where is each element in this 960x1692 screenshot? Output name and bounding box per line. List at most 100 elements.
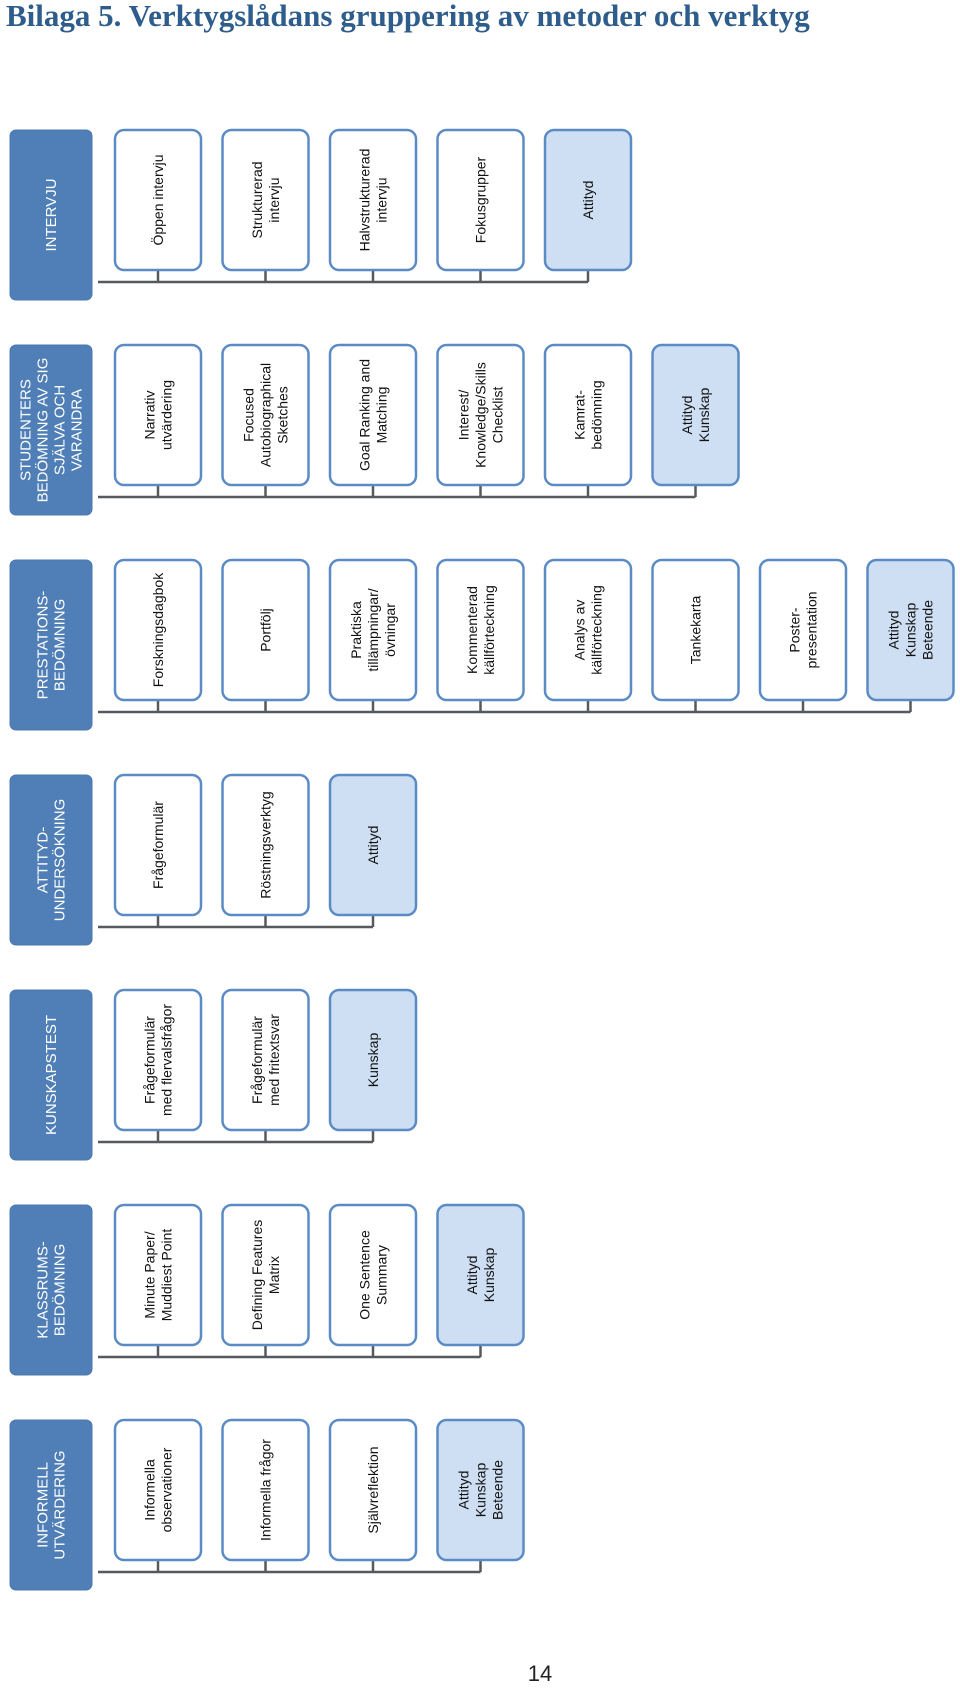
method-box xyxy=(328,1203,418,1347)
result-label-line: Kunskap xyxy=(365,1033,381,1088)
result-label: AttitydKunskap xyxy=(464,1248,497,1303)
method-label-line: Matching xyxy=(374,387,390,444)
result-box xyxy=(651,343,740,487)
group-header-label-line: KLASSRUMS- xyxy=(34,1241,51,1339)
method-label-line: Portfölj xyxy=(258,608,274,652)
method-label-line: Tankekarta xyxy=(688,596,704,665)
method-label-line: Sketches xyxy=(275,386,291,444)
method-label-line: Matrix xyxy=(266,1256,282,1294)
method-label: Fokusgrupper xyxy=(473,156,489,243)
group-header-label: STUDENTERSBEDÖMNING AV SIGSJÄLVA OCHVARA… xyxy=(17,358,85,503)
result-label: Kunskap xyxy=(365,1033,381,1088)
group-header-label: INTERVJU xyxy=(43,178,60,251)
method-label-line: bedömning xyxy=(589,380,605,449)
method-label-line: Interest/ xyxy=(456,390,472,441)
group-prestations: PRESTATIONS-BEDÖMNING Forskningsdagbok Por… xyxy=(9,558,955,731)
group-header-label: PRESTATIONS-BEDÖMNING xyxy=(34,591,68,700)
group-header-label-line: INFORMELL xyxy=(34,1462,51,1548)
method-label: Frågeformulärmed fritextsvar xyxy=(249,1014,282,1106)
method-box xyxy=(328,558,418,702)
method-label: Kommenteradkällförteckning xyxy=(464,585,497,675)
method-label-line: övningar xyxy=(382,603,398,657)
method-label-line: Defining Features xyxy=(249,1220,265,1331)
method-label-line: Goal Ranking and xyxy=(357,359,373,471)
method-label: Forskningsdagbok xyxy=(150,572,166,687)
group-header-box xyxy=(9,129,93,301)
method-box xyxy=(221,1203,310,1347)
group-header-box xyxy=(9,1204,93,1376)
method-label-line: One Sentence xyxy=(357,1230,373,1320)
group-header-label-line: PRESTATIONS- xyxy=(34,591,51,700)
method-label: Goal Ranking andMatching xyxy=(357,359,390,471)
method-label: Öppen intervju xyxy=(149,154,166,245)
method-box xyxy=(436,128,525,272)
method-box xyxy=(328,1418,418,1562)
method-label: Frågeformulär xyxy=(150,801,166,889)
method-label-line: intervju xyxy=(266,177,282,222)
page-number: 14 xyxy=(527,1661,553,1686)
method-box xyxy=(543,558,633,702)
method-label: Frågeformulärmed flervalsfrågor xyxy=(142,1004,175,1116)
method-label-line: Poster- xyxy=(787,607,803,652)
method-label-line: Summary xyxy=(374,1245,390,1305)
result-label-line: Kunskap xyxy=(481,1248,497,1303)
result-label-line: Attityd xyxy=(464,1256,480,1295)
result-label-line: Attityd xyxy=(679,396,695,435)
method-label-line: med fritextsvar xyxy=(266,1014,282,1106)
group-header-box xyxy=(9,989,93,1161)
group-header-label-line: BEDÖMNING xyxy=(50,599,68,692)
result-box xyxy=(436,1203,525,1347)
method-label: Halvstruktureradintervju xyxy=(357,149,390,252)
method-label-line: Minute Paper/ xyxy=(142,1231,158,1318)
method-label: Defining FeaturesMatrix xyxy=(249,1220,282,1331)
method-label-line: Självreflektion xyxy=(365,1446,381,1533)
group-header-label-line: VARANDRA xyxy=(68,389,85,471)
method-label: Kamrat-bedömning xyxy=(572,380,605,449)
method-label: Struktureradintervju xyxy=(249,161,282,238)
method-box xyxy=(221,128,310,272)
result-label-line: Beteende xyxy=(920,600,936,660)
method-label-line: presentation xyxy=(804,591,820,668)
method-label: Praktiskatillämpningar/övningar xyxy=(348,588,398,671)
result-label-line: Kunskap xyxy=(903,603,919,658)
method-label: Självreflektion xyxy=(365,1446,381,1533)
group-header-label-line: INTERVJU xyxy=(43,178,60,251)
method-label-line: Praktiska xyxy=(348,601,364,659)
group-header-label: KUNSKAPSTEST xyxy=(43,1015,60,1135)
method-label-line: intervju xyxy=(374,177,390,222)
method-label: Interest/Knowledge/SkillsChecklist xyxy=(456,362,506,468)
method-label: Poster-presentation xyxy=(787,591,820,668)
method-box xyxy=(221,343,310,487)
group-header-label-line: UTVÄRDERING xyxy=(51,1450,68,1559)
method-box xyxy=(651,558,740,702)
method-box xyxy=(113,343,203,487)
method-label-line: Frågeformulär xyxy=(142,1016,158,1104)
method-label-line: tillämpningar/ xyxy=(365,588,381,671)
method-label: Tankekarta xyxy=(688,596,704,665)
group-header-label: KLASSRUMS-BEDÖMNING xyxy=(34,1241,68,1339)
group-header-label-line: KUNSKAPSTEST xyxy=(43,1015,60,1135)
result-label-line: Kunskap xyxy=(696,388,712,443)
method-label: FocusedAutobiographicalSketches xyxy=(241,363,291,467)
method-box xyxy=(543,343,633,487)
group-header-box xyxy=(9,1419,93,1591)
method-label-line: Knowledge/Skills xyxy=(473,362,489,468)
method-label: One SentenceSummary xyxy=(357,1230,390,1320)
method-box xyxy=(221,1418,310,1562)
method-label-line: Strukturerad xyxy=(249,161,265,238)
group-header-label-line: UNDERSÖKNING xyxy=(50,799,68,922)
group-header-label-line: BEDÖMNING xyxy=(50,1244,68,1337)
method-label-line: Informella frågor xyxy=(258,1439,274,1541)
result-label: AttitydKunskap xyxy=(679,388,712,443)
method-label-line: Frågeformulär xyxy=(249,1016,265,1104)
method-label-line: Narrativ xyxy=(142,390,158,439)
method-label-line: Halvstrukturerad xyxy=(357,149,373,252)
group-header-box xyxy=(9,344,93,516)
method-label-line: med flervalsfrågor xyxy=(159,1004,175,1116)
result-box xyxy=(436,1418,525,1562)
method-box xyxy=(113,988,203,1132)
method-label-line: Kamrat- xyxy=(572,390,588,440)
